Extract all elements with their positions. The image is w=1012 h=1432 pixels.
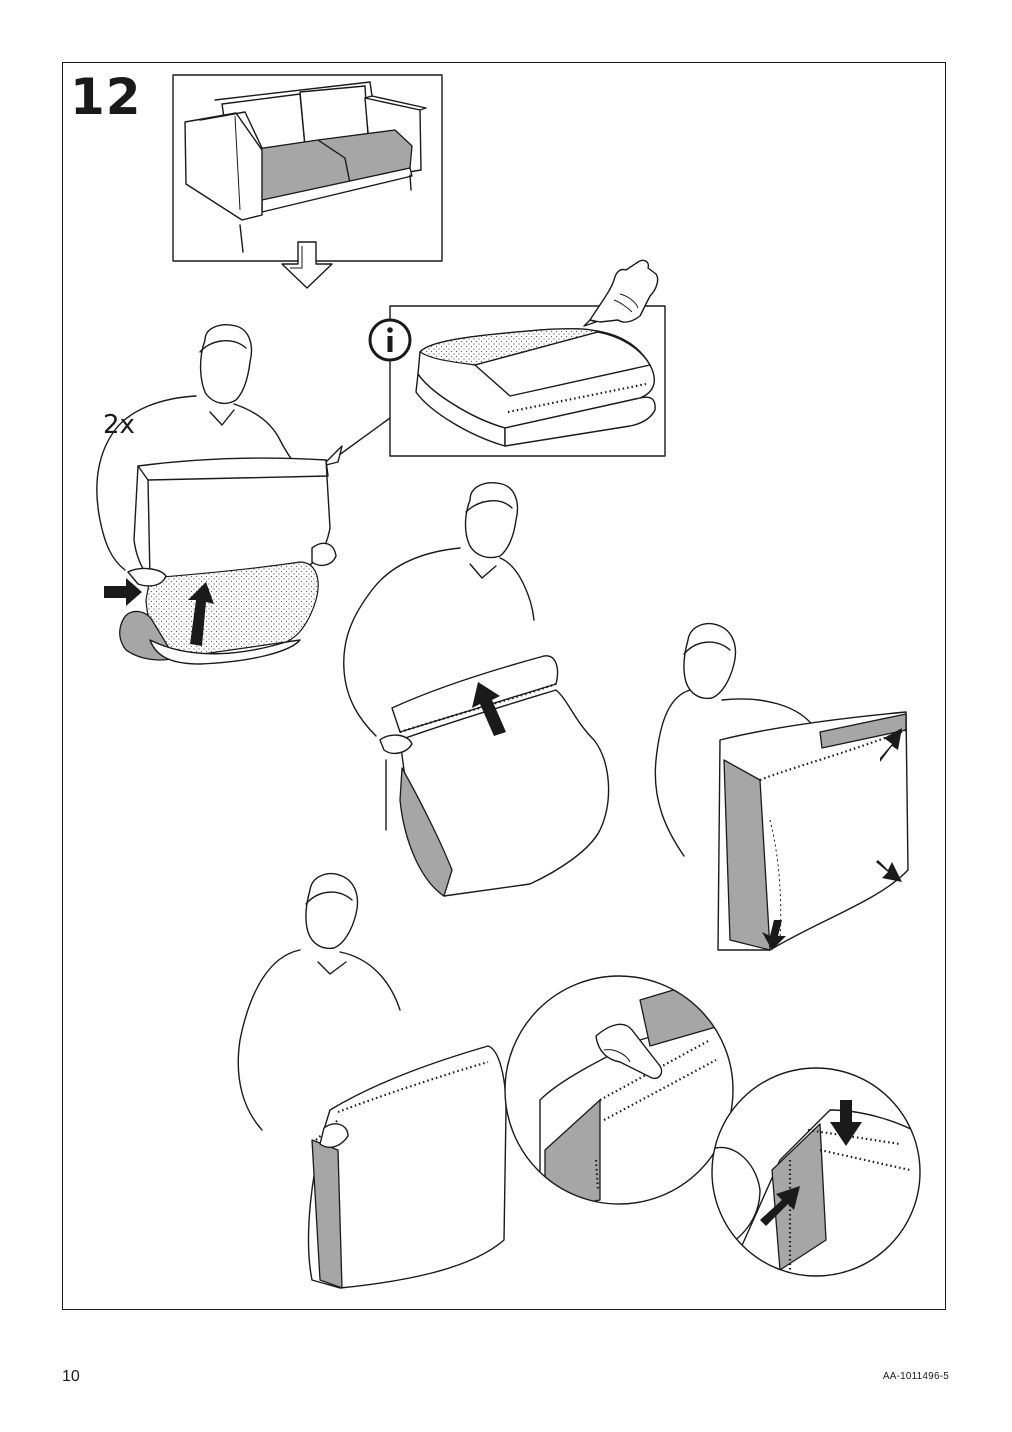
man-holding-cushion	[96, 324, 337, 665]
hand-touch-icon	[583, 259, 659, 327]
sofa-inset	[172, 74, 443, 262]
info-icon	[368, 318, 412, 362]
step-frame	[62, 62, 946, 1310]
step-number: 12	[70, 68, 142, 126]
down-arrow-icon	[281, 241, 333, 289]
man-adjusting-corners	[654, 622, 909, 951]
man-zipping-cover	[237, 872, 507, 1289]
page-number: 10	[62, 1368, 80, 1385]
man-pulling-cover	[343, 482, 610, 897]
info-inset	[321, 259, 666, 467]
document-code: AA-1011496-5	[882, 1371, 949, 1382]
zip-detail-circle-1	[504, 975, 734, 1205]
zip-detail-circle-2	[711, 1067, 921, 1277]
